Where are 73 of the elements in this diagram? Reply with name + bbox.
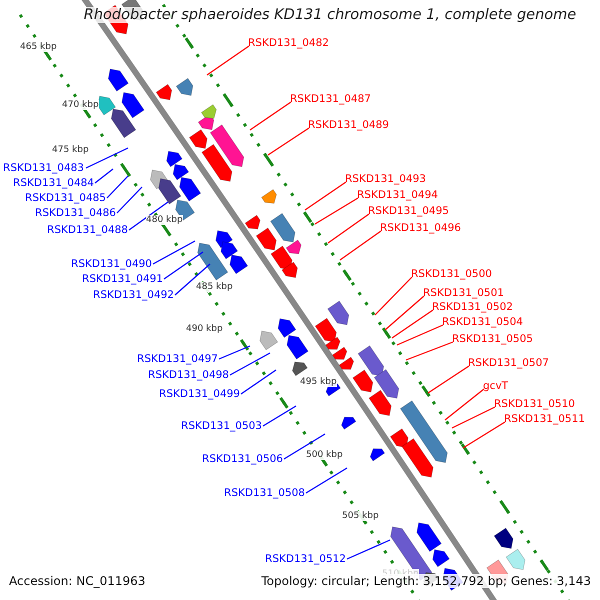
scale-label: 470 kbp (62, 100, 99, 110)
leader-line (428, 366, 470, 394)
gene-label: RSKD131_0502 (432, 301, 513, 313)
gene-label: RSKD131_0495 (368, 205, 449, 217)
leader-line (374, 276, 412, 316)
gene-label: RSKD131_0497 (137, 353, 218, 365)
accession-text: Accession: NC_011963 (9, 574, 146, 588)
leader-line (240, 370, 276, 394)
leader-line (174, 264, 210, 296)
leader-line (462, 421, 506, 449)
scale-label: 485 kbp (196, 282, 233, 292)
leader-line (328, 214, 370, 244)
gene-label: RSKD131_0504 (442, 316, 523, 328)
gene-label: RSKD131_0492 (93, 289, 174, 301)
leader-line (230, 352, 270, 376)
leader-line (164, 252, 204, 280)
leader-line (444, 388, 484, 420)
leader-line (128, 202, 168, 230)
gene-label: RSKD131_0512 (265, 553, 346, 565)
leader-line (206, 46, 250, 76)
leader-line (346, 539, 390, 560)
gene-label: RSKD131_0508 (224, 487, 305, 499)
leader-line (250, 102, 292, 130)
scale-label: 505 kbp (342, 511, 379, 521)
leader-line (284, 433, 326, 460)
scale-label: 490 kbp (186, 324, 223, 334)
leader-line (396, 324, 444, 346)
gene-label: RSKD131_0483 (3, 162, 84, 174)
scale-label: 495 kbp (300, 377, 337, 387)
leader-line (106, 176, 128, 198)
topology-text: Topology: circular; Length: 3,152,792 bp; Genes: 3,143 (261, 574, 591, 588)
scale-label: 500 kbp (306, 450, 343, 460)
gene-label: RSKD131_0490 (71, 258, 152, 270)
gene-label: RSKD131_0501 (423, 287, 504, 299)
gene-label: RSKD131_0498 (148, 369, 229, 381)
leader-line (384, 296, 424, 330)
gene-label: RSKD131_0487 (290, 93, 371, 105)
scale-label: 480 kbp (146, 215, 183, 225)
gene-label: RSKD131_0496 (380, 222, 461, 234)
gene-label: gcvT (483, 380, 508, 392)
scale-label: 465 kbp (20, 42, 57, 52)
gene-label: RSKD131_0482 (248, 37, 329, 49)
leader-line (340, 230, 382, 260)
gene-label: RSKD131_0500 (411, 268, 492, 280)
gene-label: RSKD131_0485 (25, 192, 106, 204)
leader-line (392, 310, 434, 338)
leader-line (86, 147, 128, 169)
leader-line (304, 182, 346, 210)
gene-label: RSKD131_0494 (357, 189, 438, 201)
gene-label: RSKD131_0506 (202, 453, 283, 465)
gene-label: RSKD131_0488 (47, 224, 128, 236)
gene-label: RSKD131_0510 (494, 398, 575, 410)
leader-line (152, 240, 196, 265)
gene-label: RSKD131_0484 (13, 177, 94, 189)
leader-line (262, 405, 296, 427)
gene-label: RSKD131_0486 (35, 207, 116, 219)
leader-line (306, 467, 348, 494)
leader-line (314, 197, 358, 225)
gene-label: RSKD131_0507 (468, 357, 549, 369)
leader-line (116, 186, 142, 214)
leader-line (268, 128, 310, 156)
scale-label: 475 kbp (52, 145, 89, 155)
leader-line (406, 341, 454, 361)
gene-label: RSKD131_0505 (452, 333, 533, 345)
leader-line (218, 345, 250, 360)
gene-label: RSKD131_0491 (82, 273, 163, 285)
gene-label: RSKD131_0503 (181, 420, 262, 432)
leader-line (94, 168, 114, 184)
gene-label: RSKD131_0493 (345, 173, 426, 185)
gene-label: RSKD131_0511 (504, 413, 585, 425)
leader-line (452, 406, 496, 429)
gene-label: RSKD131_0489 (308, 119, 389, 131)
gene-label: RSKD131_0499 (159, 388, 240, 400)
